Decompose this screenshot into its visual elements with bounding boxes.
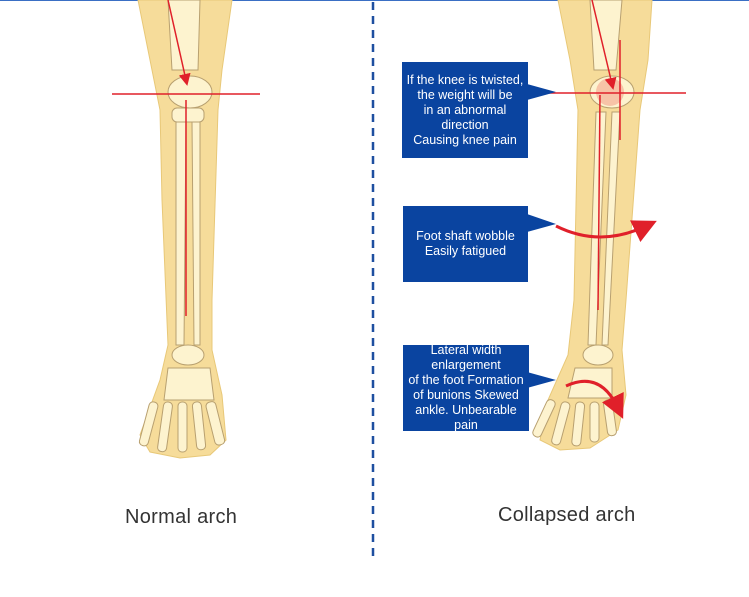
callout-text: Lateral width enlargement of the foot Fo… (408, 343, 524, 432)
caption-normal-arch: Normal arch (125, 506, 238, 528)
callout-pointers (527, 84, 556, 388)
callout-foot-wobble: Foot shaft wobble Easily fatigued (403, 206, 528, 282)
callout-lateral-width: Lateral width enlargement of the foot Fo… (403, 343, 529, 432)
collapsed-leg (532, 0, 686, 451)
callout-text: Foot shaft wobble Easily fatigued (416, 229, 515, 258)
callout-knee-twist: If the knee is twisted, the weight will … (402, 62, 528, 158)
callout-text: If the knee is twisted, the weight will … (406, 72, 524, 147)
caption-collapsed-arch: Collapsed arch (498, 504, 636, 526)
normal-leg (112, 0, 260, 459)
top-border (0, 0, 749, 1)
